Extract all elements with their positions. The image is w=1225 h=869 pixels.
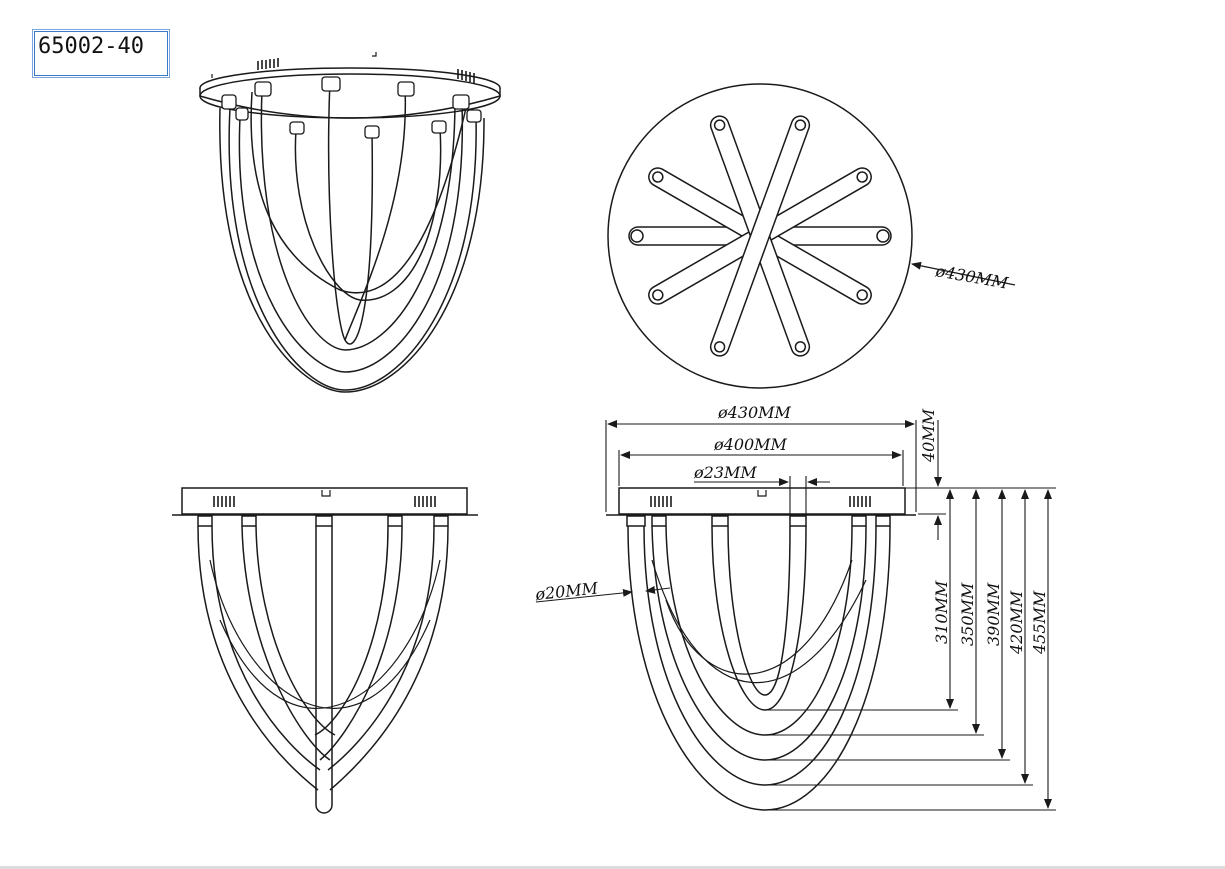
tube-diameter-label: ø23MM — [693, 463, 757, 482]
perspective-view — [199, 52, 501, 393]
vent-slots-left — [257, 58, 279, 70]
side-tube-diameter-label: ø20MM — [533, 578, 599, 604]
top-view — [607, 83, 1016, 389]
tube-caps — [221, 76, 482, 139]
front-view — [172, 487, 478, 814]
canopy-height-label: 40MM — [919, 408, 938, 463]
height-420-label: 420MM — [1007, 590, 1026, 655]
top-view-diameter-label: ø430MM — [933, 261, 1010, 293]
side-view — [606, 487, 916, 811]
height-350-label: 350MM — [958, 582, 977, 646]
overall-diameter-label: ø430MM — [717, 403, 792, 422]
height-390-label: 390MM — [984, 582, 1003, 646]
model-number-box: 65002-40 — [32, 29, 170, 78]
model-number: 65002-40 — [38, 34, 144, 59]
dimension-lines — [535, 420, 1056, 811]
height-455-label: 455MM — [1030, 590, 1049, 655]
rods — [628, 115, 892, 357]
height-310-label: 310MM — [932, 580, 951, 644]
mount-diameter-label: ø400MM — [713, 435, 788, 454]
vent-slots-right — [457, 69, 475, 83]
